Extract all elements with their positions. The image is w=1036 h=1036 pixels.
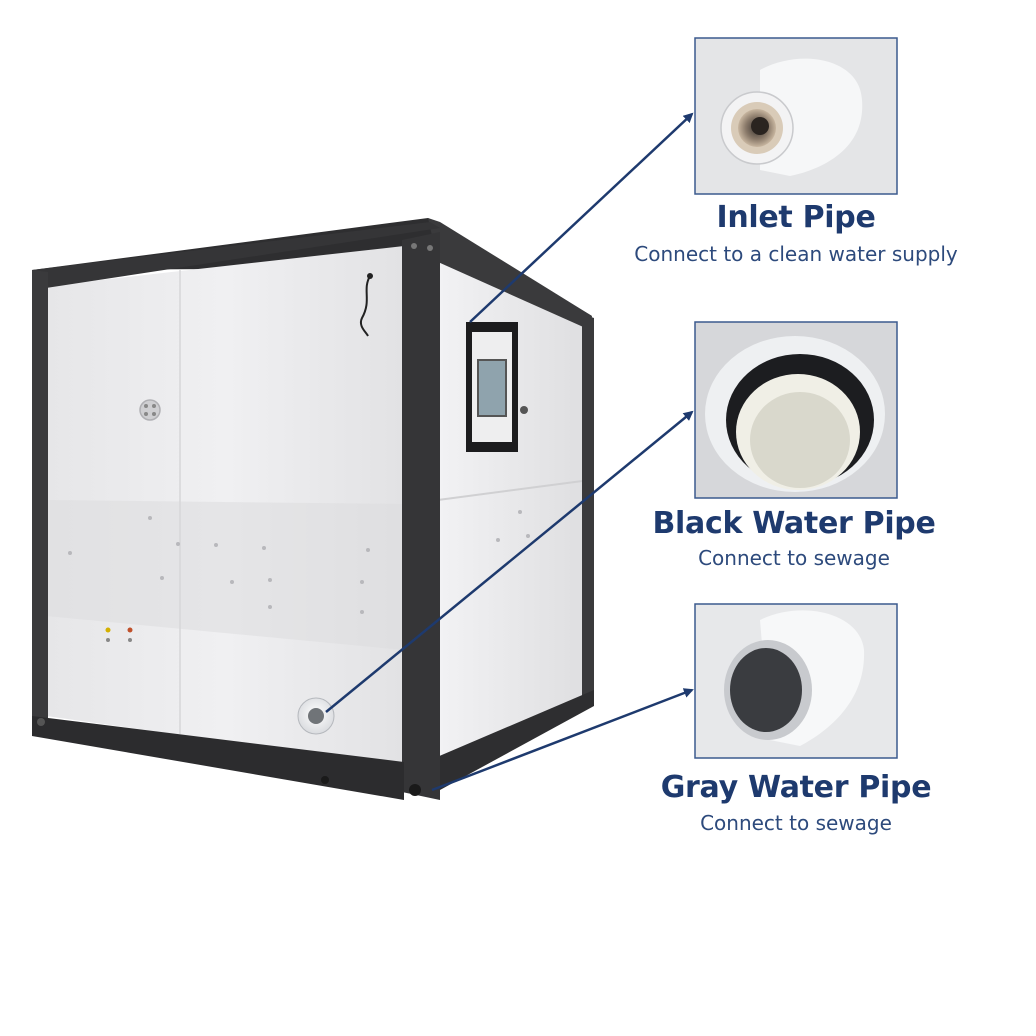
gray-water-arrow [431,688,694,792]
black-water-pipe-photo [694,321,898,499]
black-water-pipe-subtitle: Connect to sewage [698,546,890,570]
water-tank-unit [32,218,594,800]
black-water-pipe-title: Black Water Pipe [652,506,936,541]
indicator-light [105,627,111,633]
display-screen [477,359,507,417]
vent-fitting [139,399,161,421]
inlet-arrow [469,112,694,323]
black-water-arrow [325,410,694,713]
indicator-light [127,627,133,633]
gray-water-pipe-title: Gray Water Pipe [660,770,932,805]
gray-water-pipe-subtitle: Connect to sewage [700,811,892,835]
inlet-pipe-title: Inlet Pipe [716,200,876,235]
inlet-pipe-photo [694,37,898,195]
gray-water-pipe-photo [694,603,898,759]
inlet-pipe-subtitle: Connect to a clean water supply [634,242,958,266]
cable [359,275,371,337]
